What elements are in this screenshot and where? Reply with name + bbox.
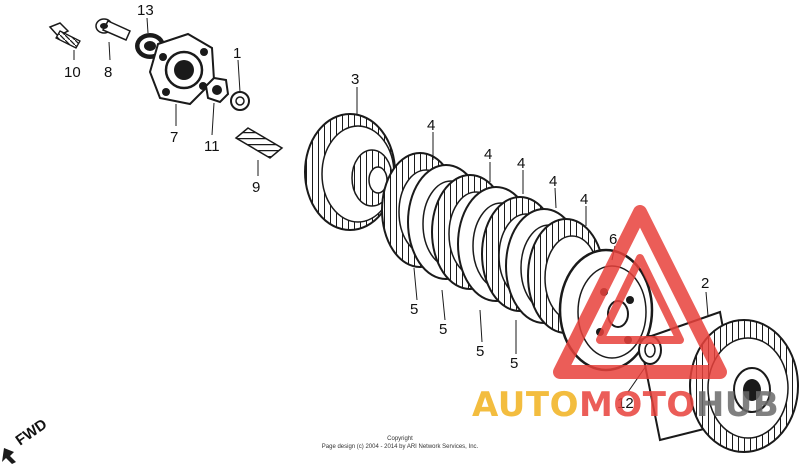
copyright-line-2: Page design (c) 2004 - 2014 by ARI Netwo… xyxy=(322,444,479,450)
callout-4: 4 xyxy=(484,146,492,163)
lifter-plate-7 xyxy=(148,32,216,106)
callout-4: 4 xyxy=(427,117,435,134)
spring-9 xyxy=(234,127,284,159)
automotohub-watermark: AUTOMOTOHUB xyxy=(472,205,779,425)
leader-lines xyxy=(73,17,709,393)
callout-13: 13 xyxy=(137,2,154,19)
callout-11: 11 xyxy=(204,138,220,155)
callout-6: 6 xyxy=(609,231,617,248)
callout-7: 7 xyxy=(170,129,178,146)
callout-4: 4 xyxy=(517,155,525,172)
fwd-label: FWD xyxy=(13,416,51,450)
watermark-triangle-icon xyxy=(553,205,727,379)
callout-2: 2 xyxy=(701,275,709,292)
washer-1 xyxy=(230,91,250,111)
watermark-moto: MOTO xyxy=(579,385,696,425)
callout-8: 8 xyxy=(104,64,112,81)
callout-10: 10 xyxy=(64,64,81,81)
callout-5: 5 xyxy=(476,343,484,360)
forward-arrow-icon xyxy=(2,448,16,464)
bolt-10 xyxy=(48,22,81,49)
watermark-auto: AUTO xyxy=(472,385,579,425)
callout-4: 4 xyxy=(549,173,557,190)
pressure-plate-3 xyxy=(304,113,396,231)
copyright-line-1: Copyright xyxy=(387,436,413,442)
forward-direction-indicator: FWD xyxy=(2,416,50,464)
clutch-housing-2 xyxy=(638,310,799,453)
callout-3: 3 xyxy=(351,71,359,88)
callout-9: 9 xyxy=(252,179,260,196)
callout-5: 5 xyxy=(439,321,447,338)
callout-12: 12 xyxy=(617,395,634,412)
pin-8 xyxy=(95,18,131,41)
callout-labels: 1 2 3 4 4 4 4 4 5 5 5 5 6 7 8 9 10 11 12… xyxy=(64,2,709,412)
copyright-footer: Copyright Page design (c) 2004 - 2014 by… xyxy=(322,436,479,450)
callout-5: 5 xyxy=(510,355,518,372)
watermark-text: AUTOMOTOHUB xyxy=(472,385,779,425)
watermark-hub: HUB xyxy=(696,385,779,425)
callout-1: 1 xyxy=(233,45,241,62)
nut-11 xyxy=(204,76,230,104)
callout-4: 4 xyxy=(580,191,588,208)
callout-5: 5 xyxy=(410,301,418,318)
